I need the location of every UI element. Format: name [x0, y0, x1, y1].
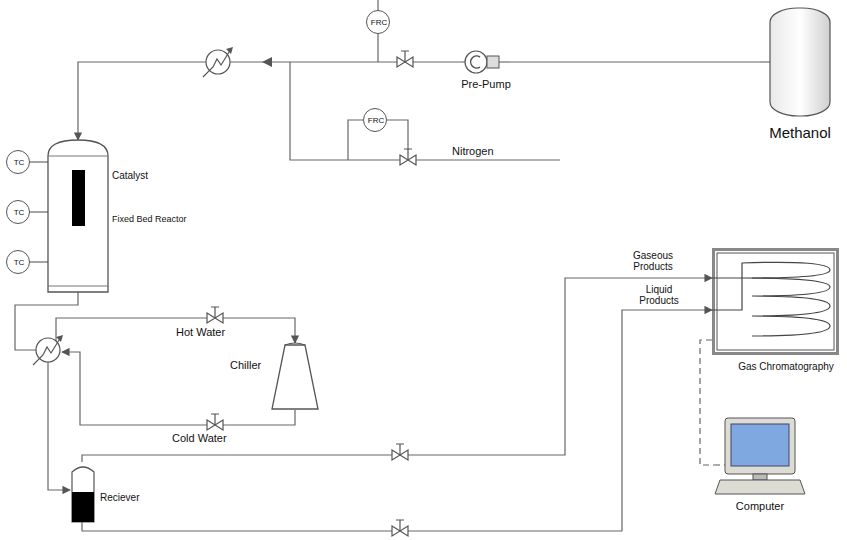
- node-label: FRC: [367, 11, 391, 35]
- valve: [397, 51, 413, 67]
- equipment-node: Catalyst: [72, 170, 182, 226]
- pipe-connector: [82, 310, 712, 531]
- instrument-circle: TC: [6, 250, 30, 274]
- node-label: TC: [7, 151, 31, 175]
- valve: [207, 414, 223, 430]
- edge-label: Gaseous Products: [622, 250, 684, 272]
- node-label: Computer: [715, 500, 805, 513]
- text-slot: Fixed Bed Reactor: [112, 214, 230, 225]
- node-label: TC: [7, 201, 31, 225]
- equipment-outline: [230, 345, 320, 410]
- pipe-connector: [30, 261, 48, 262]
- valve: [392, 444, 408, 460]
- equipment-node: Computer: [715, 418, 805, 518]
- stream-label: Nitrogen: [452, 145, 494, 158]
- node-label: Pre-Pump: [456, 78, 516, 91]
- text-slot: Gas Chromatography: [732, 361, 840, 373]
- text-slot: Chiller: [230, 359, 272, 372]
- equipment-outline: [712, 248, 845, 398]
- text-slot: FRC: [364, 109, 388, 133]
- cold-water-pipe: [62, 352, 295, 425]
- pipe-connector: [82, 278, 712, 462]
- equipment-node: Reciever: [70, 462, 160, 522]
- instrument-circle: TC: [6, 200, 30, 224]
- valve: [392, 520, 408, 536]
- heat-exchanger: [203, 47, 233, 77]
- node-label: Reciever: [100, 492, 160, 504]
- equipment-node: Fixed Bed Reactor Catalyst: [48, 140, 230, 292]
- equipment-node: Methanol: [760, 8, 840, 150]
- valve: [400, 149, 416, 165]
- instrument-circle: TC: [6, 150, 30, 174]
- text-slot: TC: [7, 201, 31, 225]
- instrument-circle: FRC: [366, 10, 390, 34]
- text-slot: Methanol: [760, 124, 840, 142]
- edge-label: Liquid Products: [628, 284, 690, 306]
- pipe-connector: [15, 292, 78, 490]
- node-label: TC: [7, 251, 31, 275]
- pipe-connector: [78, 62, 462, 140]
- signal-connector: [700, 340, 715, 465]
- equipment-node: Gas Chromatography: [712, 248, 845, 398]
- node-label: Catalyst: [112, 170, 182, 182]
- node-label: Chiller: [230, 359, 272, 372]
- node-label: FRC: [364, 109, 388, 133]
- text-slot: FRC: [367, 11, 391, 35]
- pipe-connector: [30, 211, 48, 212]
- text-slot: Pre-Pump: [456, 78, 516, 91]
- pipe-connector: [30, 161, 48, 162]
- text-slot: Reciever: [100, 492, 160, 504]
- node-label: Fixed Bed Reactor: [112, 214, 230, 225]
- instrument-circle: FRC: [363, 108, 387, 132]
- text-slot: TC: [7, 151, 31, 175]
- stream-label: Cold Water: [172, 432, 227, 445]
- text-slot: Computer: [715, 500, 805, 513]
- node-label: Methanol: [760, 124, 840, 142]
- valve: [207, 307, 223, 323]
- text-slot: Catalyst: [112, 170, 182, 182]
- pipe-connector: [510, 61, 760, 62]
- equipment-node: Chiller: [230, 345, 320, 410]
- stream-label: Hot Water: [176, 326, 225, 339]
- flow-arrow: [262, 57, 272, 67]
- node-label: Gas Chromatography: [732, 361, 840, 373]
- text-slot: TC: [7, 251, 31, 275]
- equipment-node: Pre-Pump: [462, 45, 510, 97]
- hot-water-pipe: [56, 318, 295, 343]
- nitrogen-pipe: [290, 62, 560, 160]
- heat-exchanger: [33, 335, 63, 365]
